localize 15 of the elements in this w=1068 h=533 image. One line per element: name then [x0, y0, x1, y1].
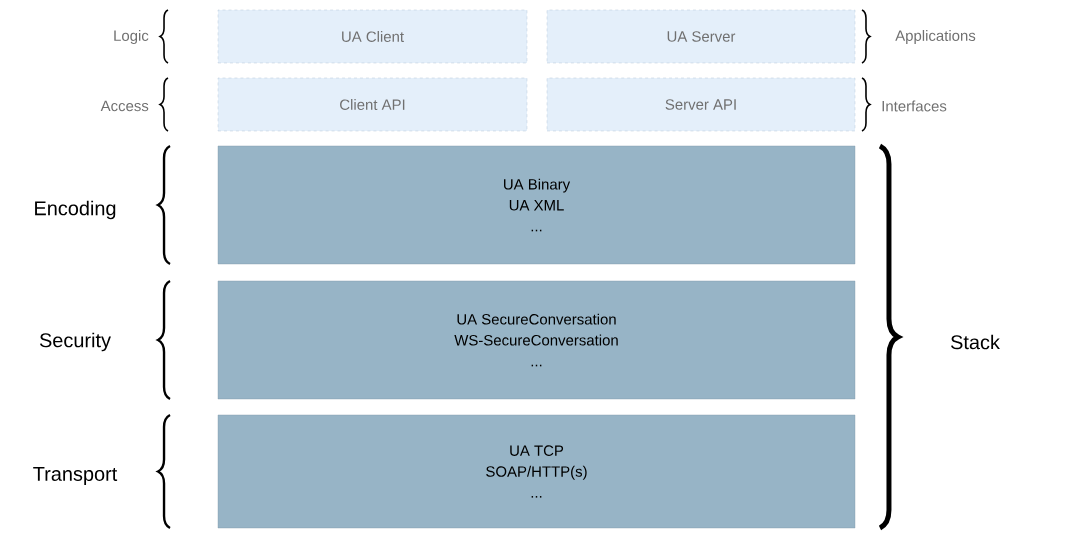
- interface-box: Server API: [546, 77, 856, 132]
- layer-label: Logic: [114, 30, 149, 44]
- layer-label: Access: [100, 100, 149, 112]
- interface-box: UA Server: [546, 9, 856, 64]
- layer-label: Applications: [895, 30, 976, 44]
- layer-label: Transport: [33, 467, 118, 485]
- layer-label: Interfaces: [882, 100, 947, 112]
- layer-label: Stack: [951, 334, 1000, 350]
- layer-box: UA SecureConversation WS-SecureConversation ...: [217, 280, 856, 400]
- layer-label: Encoding: [35, 200, 116, 220]
- layer-label: Security: [39, 332, 111, 352]
- interface-box: Client API: [217, 77, 528, 132]
- interface-box: UA Client: [217, 9, 528, 64]
- layer-box: UA Binary UA XML ...: [217, 145, 856, 265]
- layer-box: UA TCP SOAP/HTTP(s) ...: [217, 414, 856, 529]
